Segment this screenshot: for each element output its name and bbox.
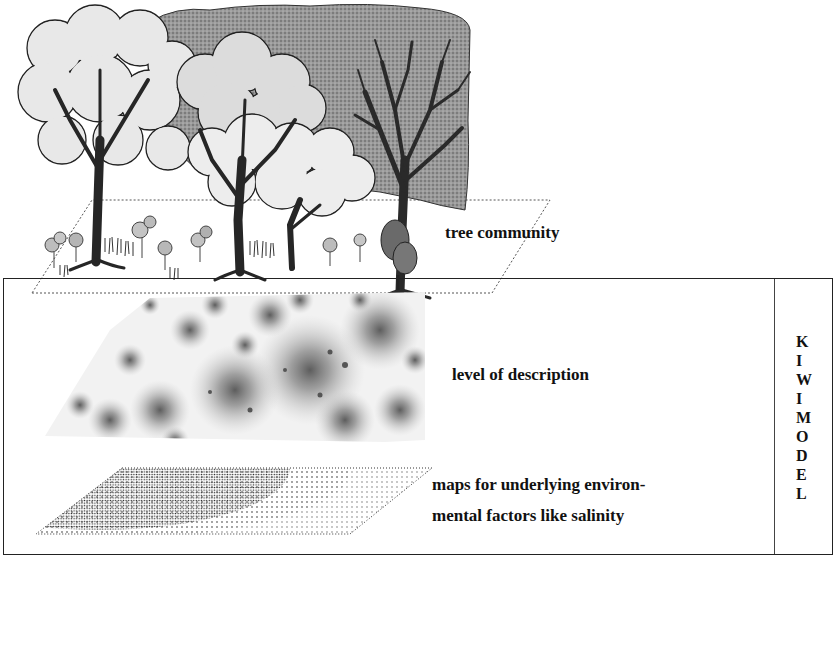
tree-trunks [55,70,320,280]
layer-label: maps for underlying environ- mental fact… [432,469,672,531]
saplings [45,216,366,270]
ground-plane [32,200,550,293]
layer-label: level of description [452,365,589,385]
front-tree-crown [188,114,375,216]
small-dark-tree [381,220,417,290]
left-tree-crown [18,5,196,170]
model-column: KIWI MODEL [774,279,832,554]
layer-label: tree community [445,223,559,243]
environment-map-layer [0,402,440,538]
model-frame: KIWI MODEL [3,278,833,555]
description-layer [40,286,430,454]
grass [60,237,274,280]
model-name: KIWI MODEL [796,332,806,503]
